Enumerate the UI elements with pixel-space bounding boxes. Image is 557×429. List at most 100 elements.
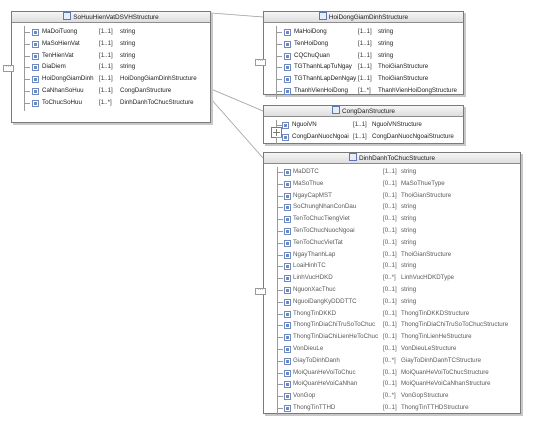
element-name: MaHoiDong	[294, 28, 327, 35]
element-multiplicity: [1..*]	[358, 87, 371, 94]
element-multiplicity: [1..1]	[358, 39, 372, 47]
element-row[interactable]: SoChungNhanConDau[0..1]string	[264, 202, 520, 212]
complex-type-icon	[318, 12, 327, 20]
element-row[interactable]: ThanhVienHoiDong[1..*]ThanhVienHoiDongSt…	[264, 86, 463, 96]
element-icon	[284, 88, 291, 95]
element-type: VonDieuLeStructure	[401, 345, 457, 352]
element-row[interactable]: ThongTinDiaChiLienHeToChuc[0..1]ThongTin…	[264, 332, 520, 342]
element-row[interactable]: TGThanhLapDenNgay[1..1]ThoiGianStructure	[264, 74, 463, 84]
element-row[interactable]: HoiDongGiamDinh[1..1]HoiDongGiamDinhStru…	[12, 74, 210, 84]
complex-type-icon	[348, 153, 357, 161]
element-name: ToChucSoHuu	[42, 98, 82, 106]
element-row[interactable]: CQChuQuan [1..1] string	[264, 51, 463, 61]
element-row[interactable]: TenHienVat[1..1]string	[12, 51, 210, 61]
element-icon	[32, 88, 39, 95]
element-row[interactable]: TenHoiDong[1..1]string	[264, 39, 463, 49]
element-name: ThongTinDiaChiTruSoToChuc	[293, 321, 376, 329]
row-connector-tick	[276, 55, 282, 57]
element-multiplicity: [1..1]	[358, 51, 372, 59]
element-row[interactable]: CongDanNuocNgoai[1..1]CongDanNuocNgoaiSt…	[264, 132, 463, 142]
element-row[interactable]: LoaiHinhTC[0..1]string	[264, 261, 520, 271]
element-type: string	[401, 168, 417, 175]
row-connector-tick	[277, 195, 283, 197]
element-icon	[284, 52, 291, 60]
connector-to-cong-dan	[210, 88, 264, 112]
element-multiplicity: [0..*]	[383, 356, 396, 364]
sequence-compositor-icon[interactable]: ···	[255, 59, 266, 67]
element-row[interactable]: MaDoiTuong[1..1]string	[12, 27, 210, 37]
element-type: ThongTinLienHeStructure	[401, 333, 472, 341]
element-type: GiayToDinhDanhTCStructure	[401, 356, 482, 364]
element-type: ThoiGianStructure	[378, 63, 429, 71]
sohuu-hien-vat-structure-header: SoHuuHienVatDSVHStructure	[12, 12, 210, 23]
element-row[interactable]: ThongTinTTHD[0..1]ThongTinTTHDStructure	[264, 403, 520, 413]
element-row[interactable]: VonGop[0..*]VonGopStructure	[264, 391, 520, 401]
hoi-dong-giam-dinh-structure-header: HoiDongGiamDinhStructure	[264, 12, 463, 23]
element-icon	[284, 346, 291, 353]
element-type: string	[120, 63, 136, 71]
element-row[interactable]: MaDDTC[1..1]string	[264, 167, 520, 177]
sequence-compositor-icon[interactable]: ···	[3, 65, 14, 73]
box-title: CongDanStructure	[342, 108, 395, 115]
element-icon	[284, 29, 291, 36]
element-row[interactable]: MaSoHienVat[1..1]string	[12, 39, 210, 49]
hoi-dong-giam-dinh-structure-box[interactable]: HoiDongGiamDinhStructure ···MaHoiDong[1.…	[255, 11, 464, 99]
element-row[interactable]: CaNhanSoHuu[1..1]CongDanStructure	[12, 86, 210, 96]
element-type: string	[401, 238, 417, 246]
element-name: CQChuQuan	[294, 51, 330, 59]
element-multiplicity: [1..1]	[99, 51, 113, 59]
element-multiplicity: [0..1]	[383, 262, 397, 270]
row-connector-tick	[277, 325, 283, 327]
element-row[interactable]: TGThanhLapTuNgay[1..1]ThoiGianStructure	[264, 62, 463, 72]
cong-dan-structure-box[interactable]: CongDanStructure NguoiVN[1..1]NguoiVNStr…	[263, 105, 464, 144]
element-name: TenHienVat	[42, 51, 74, 59]
element-multiplicity: [0..1]	[383, 286, 397, 293]
element-row[interactable]: NguoiDangKyDDDTTC[0..1]string	[264, 297, 520, 307]
element-type: ThoiGianStructure	[401, 191, 452, 199]
element-multiplicity: [0..*]	[383, 274, 396, 282]
element-row[interactable]: LinhVucHDKD[0..*]LinhVucHDKDType	[264, 273, 520, 283]
element-row[interactable]: NguoiVN[1..1]NguoiVNStructure	[264, 120, 463, 130]
sequence-compositor-icon[interactable]: ···	[255, 287, 266, 295]
row-connector-tick	[277, 408, 283, 409]
element-row[interactable]: VonDieuLe[0..1]VonDieuLeStructure	[264, 344, 520, 354]
element-name: ThongTinDiaChiLienHeToChuc	[293, 333, 379, 341]
element-icon	[284, 405, 291, 412]
element-multiplicity: [1..1]	[99, 39, 113, 47]
row-connector-tick	[277, 372, 283, 374]
element-row[interactable]: ToChucSoHuu[1..*]DinhDanhToChucStructure	[12, 98, 210, 108]
element-row[interactable]: TenToChucTiengViet[0..1]string	[264, 214, 520, 224]
element-row[interactable]: NguonXacThuc[0..1]string	[264, 285, 520, 295]
element-row[interactable]: GiayToDinhDanh[0..*]GiayToDinhDanhTCStru…	[264, 356, 520, 366]
element-row[interactable]: MaHoiDong[1..1]string	[264, 27, 463, 37]
element-icon	[284, 334, 291, 342]
element-icon	[282, 122, 289, 129]
element-row[interactable]: MaSoThue[0..1]MaSoThueType	[264, 179, 520, 189]
element-type: string	[378, 39, 394, 47]
element-multiplicity: [1..1]	[358, 63, 372, 71]
element-row[interactable]: TenToChucNuocNgoai[0..1]string	[264, 226, 520, 236]
element-multiplicity: [0..1]	[383, 238, 397, 246]
row-connector-tick	[276, 91, 282, 92]
sohuu-hien-vat-structure-box[interactable]: SoHuuHienVatDSVHStructure ··· MaDoiTuong[…	[3, 11, 211, 123]
element-type: string	[401, 215, 417, 223]
element-type: VonGopStructure	[401, 392, 449, 400]
row-connector-tick	[277, 231, 283, 232]
element-row[interactable]: ThongTinDKKD[0..1]ThongTinDKKDStructure	[264, 309, 520, 319]
element-type: string	[401, 262, 417, 270]
element-name: MoiQuanHeVoiToChuc	[293, 368, 356, 376]
element-row[interactable]: NgayThanhLap[0..1]ThoiGianStructure	[264, 250, 520, 260]
element-name: MaDDTC	[293, 168, 319, 175]
element-icon	[32, 99, 39, 107]
element-row[interactable]: MoiQuanHeVoiToChuc[0..1]MoiQuanHeVoiToCh…	[264, 368, 520, 378]
element-icon	[284, 381, 291, 389]
element-type: string	[378, 51, 394, 59]
element-row[interactable]: ThongTinDiaChiTruSoToChuc[0..1]ThongTinD…	[264, 320, 520, 330]
element-row[interactable]: NgayCapMST[0..1]ThoiGianStructure	[264, 191, 520, 201]
element-row[interactable]: MoiQuanHeVoiCaNhan[0..1]MoiQuanHeVoiCaNh…	[264, 379, 520, 389]
row-connector-tick	[24, 32, 30, 33]
dinh-danh-to-chuc-structure-header: DinhDanhToChucStructure	[264, 153, 520, 164]
element-row[interactable]: DiaDiem[1..1]string	[12, 62, 210, 72]
element-row[interactable]: TenToChucVietTat[0..1]string	[264, 238, 520, 248]
dinh-danh-to-chuc-structure-box[interactable]: DinhDanhToChucStructure ··· MaDDTC[1..1]s…	[255, 152, 521, 415]
